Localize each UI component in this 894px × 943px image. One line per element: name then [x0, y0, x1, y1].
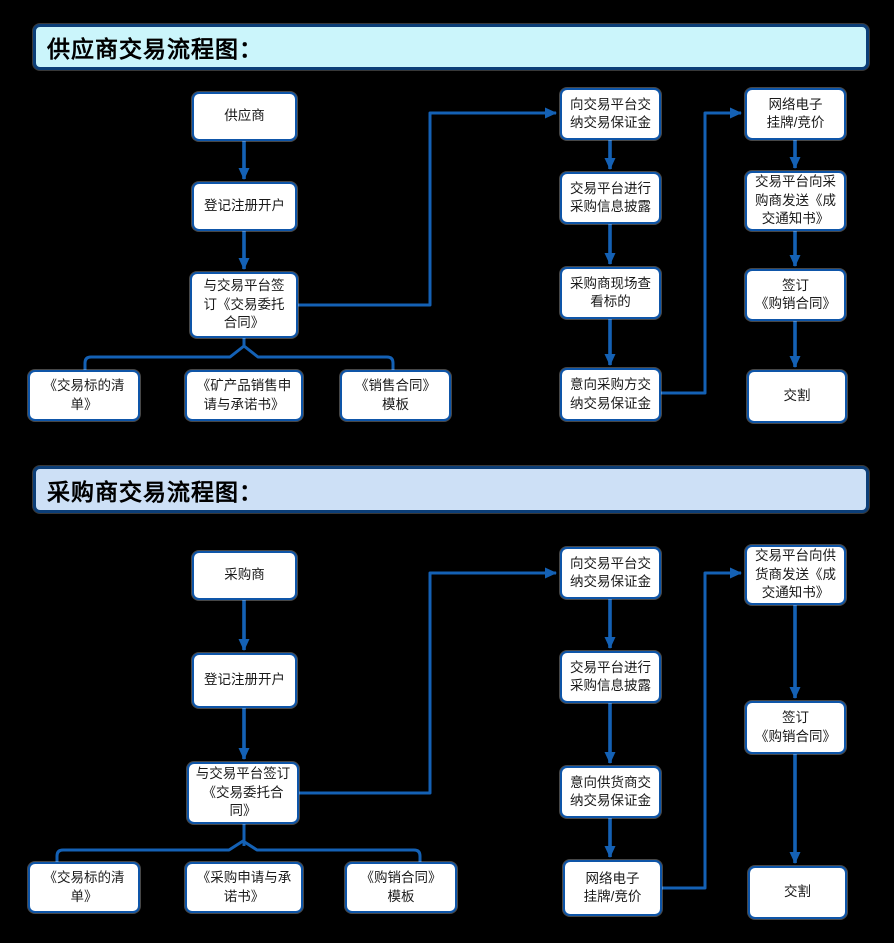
connector-sign-to-deposit	[298, 107, 557, 307]
purchaser-section-header: 采购商交易流程图：	[33, 466, 869, 513]
node-sign-entrust-contract-2: 与交易平台签订 《交易委托合 同》	[187, 762, 299, 824]
brace-purchaser-attachments	[55, 839, 422, 862]
node-site-inspection: 采购商现场查 看标的	[560, 267, 661, 319]
supplier-section-header: 供应商交易流程图：	[33, 24, 869, 70]
node-purchase-contract-template: 《购销合同》 模板	[345, 862, 457, 913]
node-info-disclosure: 交易平台进行 采购信息披露	[560, 172, 661, 224]
node-subject-list-2: 《交易标的清 单》	[28, 862, 140, 913]
node-info-disclosure-2: 交易平台进行 采购信息披露	[560, 651, 661, 703]
node-register-account-2: 登记注册开户	[192, 653, 297, 708]
node-purchaser: 采购商	[192, 551, 297, 600]
node-buyer-pay-deposit: 意向采购方交 纳交易保证金	[560, 368, 661, 421]
node-pay-deposit: 向交易平台交 纳交易保证金	[560, 88, 661, 140]
node-purchase-application: 《采购申请与承 诺书》	[185, 862, 303, 913]
connector-sign-to-deposit-2	[299, 567, 557, 795]
node-delivery-2: 交割	[748, 866, 847, 919]
supplier-section-title: 供应商交易流程图：	[47, 36, 263, 62]
brace-supplier-attachments	[83, 344, 395, 370]
node-mineral-sale-application: 《矿产品销售申 请与承诺书》	[185, 370, 303, 421]
node-deal-notice: 交易平台向采 购商发送《成 交通知书》	[745, 171, 846, 231]
node-supplier-pay-deposit: 意向供货商交 纳交易保证金	[560, 766, 661, 818]
node-delivery: 交割	[747, 370, 847, 423]
node-sign-entrust-contract: 与交易平台签 订《交易委托 合同》	[190, 272, 298, 338]
node-subject-list: 《交易标的清 单》	[28, 370, 140, 421]
node-pay-deposit-2: 向交易平台交 纳交易保证金	[560, 547, 661, 599]
node-register-account: 登记注册开户	[192, 182, 297, 231]
purchaser-section-title: 采购商交易流程图：	[47, 478, 263, 505]
node-online-listing-bidding-2: 网络电子 挂牌/竞价	[563, 860, 662, 916]
node-sign-purchase-contract-2: 签订 《购销合同》	[745, 701, 846, 754]
node-deal-notice-2: 交易平台向供 货商发送《成 交通知书》	[745, 545, 846, 605]
node-sale-contract-template: 《销售合同》 模板	[340, 370, 451, 421]
node-online-listing-bidding: 网络电子 挂牌/竞价	[745, 88, 846, 140]
connector-bidding-to-notice-2	[662, 567, 742, 890]
connector-buyerdeposit-to-bidding	[661, 107, 742, 395]
node-sign-purchase-contract: 签订 《购销合同》	[745, 269, 846, 321]
node-supplier: 供应商	[192, 92, 297, 141]
